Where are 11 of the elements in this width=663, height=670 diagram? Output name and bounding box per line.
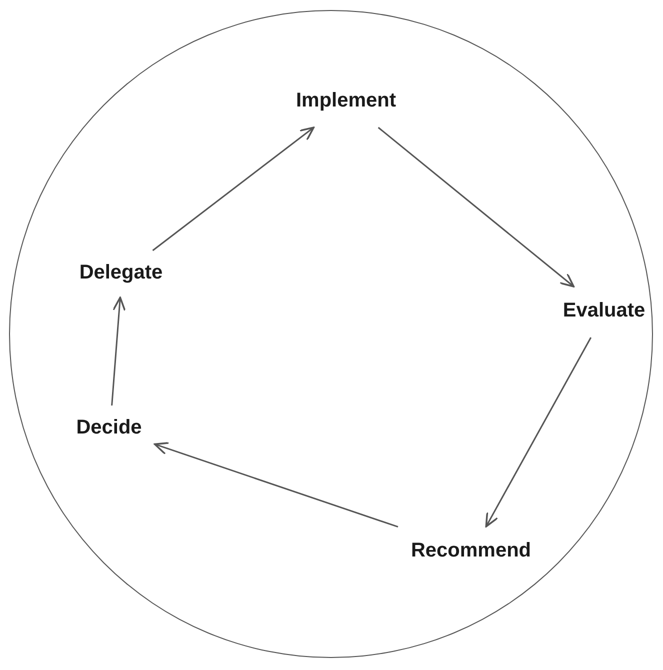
step-label: Implement (294, 88, 398, 114)
arrow (378, 126, 575, 288)
arrow (111, 296, 126, 406)
step-label: Delegate (77, 260, 165, 286)
arrow (485, 337, 592, 528)
step-label: Decide (74, 414, 144, 442)
step-label: Recommend (408, 538, 534, 564)
arrow (152, 126, 315, 252)
step-label: Evaluate (560, 298, 648, 324)
cycle-circle (9, 10, 653, 658)
arrow (154, 442, 398, 528)
